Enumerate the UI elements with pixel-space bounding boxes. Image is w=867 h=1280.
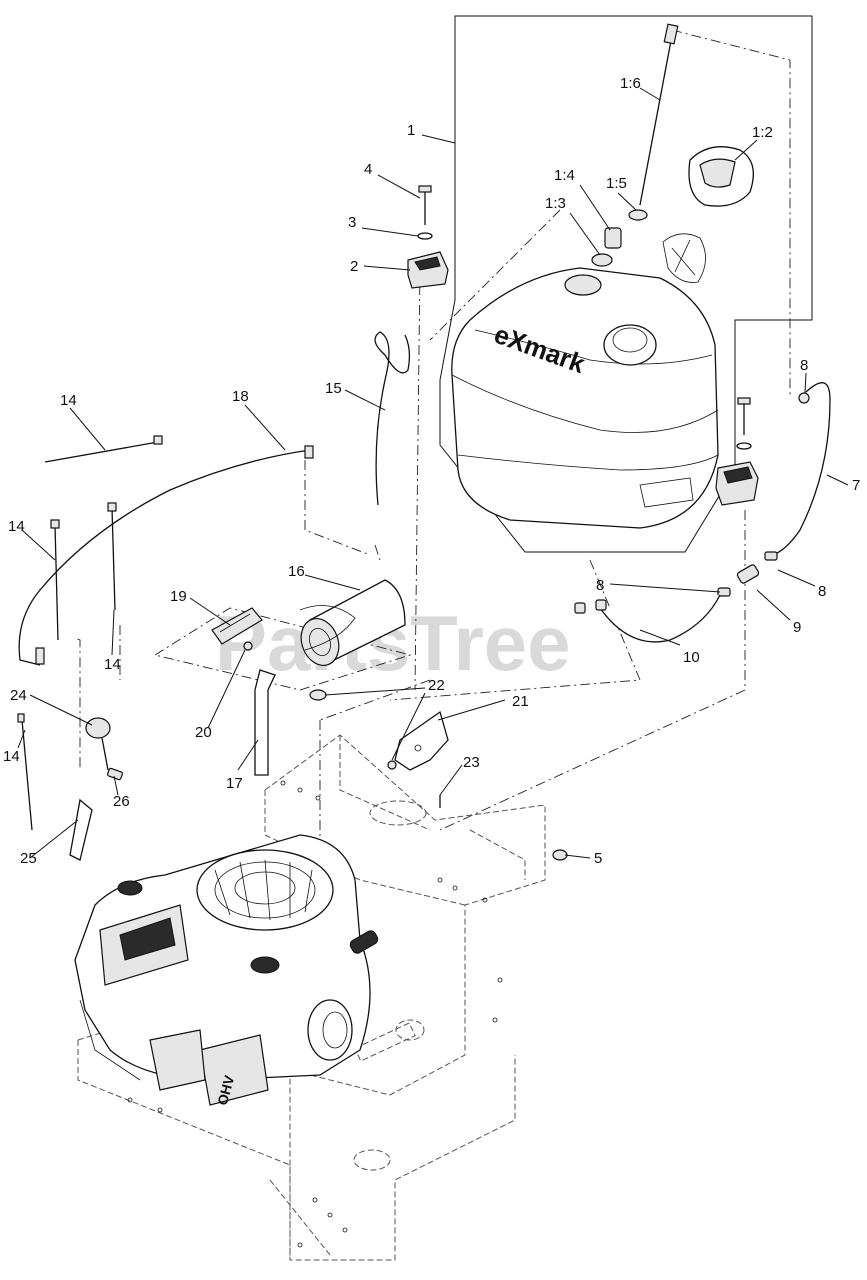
callout-8c: 8 bbox=[818, 583, 826, 600]
fuel-hose-10 bbox=[574, 594, 721, 643]
callout-17: 17 bbox=[226, 775, 243, 792]
callout-26: 26 bbox=[113, 793, 130, 810]
callout-20: 20 bbox=[195, 724, 212, 741]
hose-17 bbox=[254, 669, 276, 776]
canister-16 bbox=[299, 579, 406, 666]
callout-1-2: 1:2 bbox=[752, 124, 773, 141]
valve-24 bbox=[85, 717, 111, 771]
callout-14d: 14 bbox=[3, 748, 20, 765]
callout-16: 16 bbox=[288, 563, 305, 580]
callout-24: 24 bbox=[10, 687, 27, 704]
nut-5 bbox=[552, 849, 568, 861]
callout-25: 25 bbox=[20, 850, 37, 867]
callout-5: 5 bbox=[594, 850, 602, 867]
callout-2: 2 bbox=[350, 258, 358, 275]
callout-8b: 8 bbox=[596, 577, 604, 594]
fuel-gauge-rod bbox=[591, 23, 679, 267]
callout-1: 1 bbox=[407, 122, 415, 139]
tank-bracket-left bbox=[407, 185, 449, 289]
tank-bracket-right bbox=[715, 397, 759, 506]
callout-19: 19 bbox=[170, 588, 187, 605]
bracket-19 bbox=[211, 607, 263, 651]
callout-3: 3 bbox=[348, 214, 356, 231]
engine-ohv-label: OHV bbox=[214, 1073, 237, 1107]
callout-23: 23 bbox=[463, 754, 480, 771]
callout-9: 9 bbox=[793, 619, 801, 636]
callout-14b: 14 bbox=[8, 518, 25, 535]
callout-1-4: 1:4 bbox=[554, 167, 575, 184]
cable-ties-14 bbox=[17, 435, 163, 831]
callout-1-3: 1:3 bbox=[545, 195, 566, 212]
fuel-cap bbox=[662, 146, 754, 283]
engine-fins bbox=[214, 859, 313, 921]
callout-10: 10 bbox=[683, 649, 700, 666]
callout-21: 21 bbox=[512, 693, 529, 710]
leader-lines bbox=[17, 87, 849, 859]
fitting-25 bbox=[69, 798, 93, 861]
engine: OHV bbox=[74, 834, 379, 1107]
fuel-filter-9 bbox=[717, 564, 760, 597]
frame-holes bbox=[127, 780, 503, 1248]
callout-18: 18 bbox=[232, 388, 249, 405]
fitting-26 bbox=[107, 767, 123, 781]
cable-15 bbox=[374, 331, 411, 506]
tank-assembly-box bbox=[439, 15, 813, 553]
callout-22: 22 bbox=[428, 677, 445, 694]
bracket-21 bbox=[387, 710, 449, 808]
callout-1-6: 1:6 bbox=[620, 75, 641, 92]
fuel-tank: eXmark bbox=[451, 267, 719, 529]
callout-14a: 14 bbox=[60, 392, 77, 409]
callout-7: 7 bbox=[852, 477, 860, 494]
callout-1-5: 1:5 bbox=[606, 175, 627, 192]
callout-labels: 1 1:2 1:3 1:4 1:5 1:6 2 3 4 5 7 8 8 8 9 … bbox=[3, 75, 860, 867]
callout-8a: 8 bbox=[800, 357, 808, 374]
callout-4: 4 bbox=[364, 161, 372, 178]
chassis-frame bbox=[77, 734, 546, 1261]
callout-14c: 14 bbox=[104, 656, 121, 673]
nut-22 bbox=[309, 689, 327, 701]
callout-15: 15 bbox=[325, 380, 342, 397]
fuel-hose-7 bbox=[764, 382, 831, 561]
